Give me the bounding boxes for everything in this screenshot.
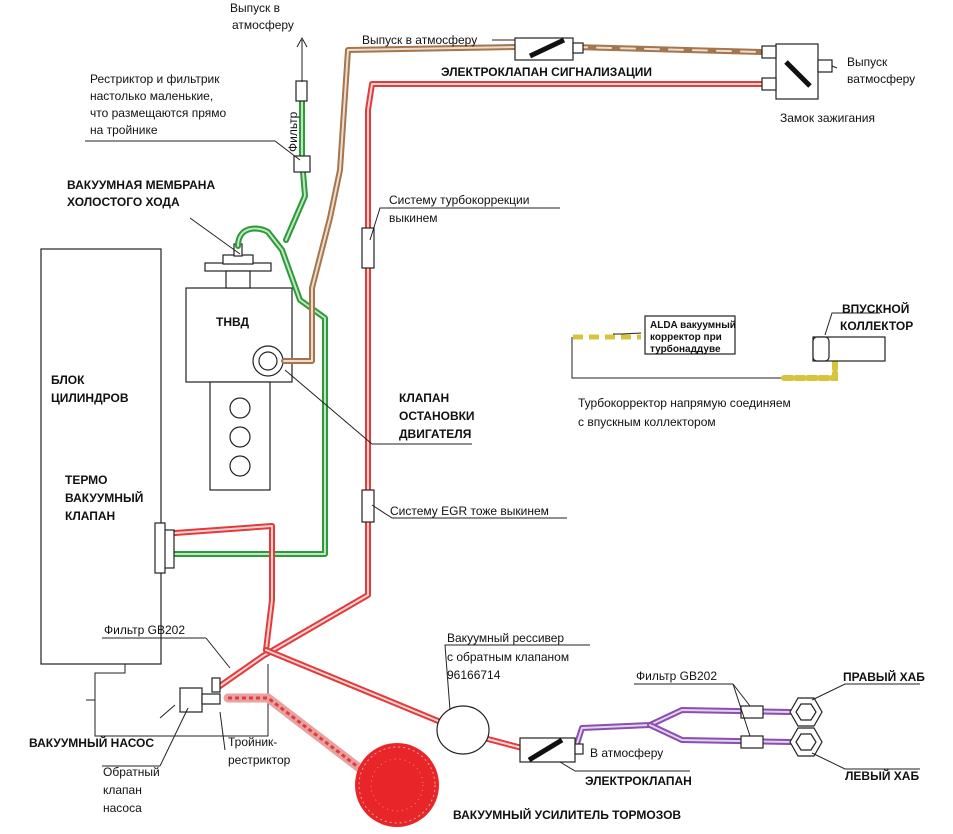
restrictor-note-4: на тройнике: [90, 123, 158, 137]
to-atm-label: В атмосферу: [590, 746, 663, 760]
signal-valve-label: ЭЛЕКТРОКЛАПАН СИГНАЛИЗАЦИИ: [441, 65, 652, 79]
filter-gb-right-label: Фильтр GB202: [636, 669, 717, 683]
check-valve-line2: клапан: [103, 783, 142, 797]
receiver-line2: с обратным клапаном: [447, 650, 569, 664]
idle-vacuum-membrane: [204, 243, 272, 289]
left-hub-label: ЛЕВЫЙ ХАБ: [845, 768, 919, 783]
turbo-system-line1: Систему турбокоррекции: [389, 193, 529, 207]
stop-valve-line1: КЛАПАН: [399, 391, 449, 405]
atm-top-line2: атмосферу: [232, 18, 294, 32]
brake-booster: [355, 743, 439, 827]
leader-lines: [85, 39, 920, 772]
intake-line1: ВПУСКНОЙ: [842, 301, 909, 316]
thermo-vacuum-valve: [154, 522, 175, 574]
red-vacuum-line: [172, 81, 765, 785]
check-valve-line1: Обратный: [103, 765, 160, 779]
vacuum-pump-housing: [86, 664, 269, 737]
alda-corrector: [571, 315, 838, 381]
restrictor-note-3: что размещаются прямо: [90, 106, 227, 120]
receiver-line1: Вакуумный рессивер: [447, 631, 564, 645]
ignition-lock-label: Замок зажигания: [780, 111, 875, 125]
idle-membrane-line2: ХОЛОСТОГО ХОДА: [67, 195, 180, 209]
filter-vertical-label: Фильтр: [286, 111, 300, 152]
right-hub: [789, 697, 823, 727]
restrictor-note-1: Рестриктор и фильтрик: [90, 72, 220, 86]
atm-top-line1: Выпуск в: [230, 1, 280, 15]
cylinder-block: [40, 248, 162, 665]
idle-membrane-line1: ВАКУУМНАЯ МЕМБРАНА: [67, 178, 215, 192]
thermo-line3: КЛАПАН: [65, 509, 115, 523]
hub-filters: [740, 705, 764, 749]
turbo-note-line2: с впускным коллектором: [578, 415, 716, 429]
right-hub-label: ПРАВЫЙ ХАБ: [843, 669, 925, 684]
intake-manifold: [812, 336, 886, 362]
tee-restrictor-line2: рестриктор: [228, 753, 291, 767]
receiver: [436, 705, 490, 755]
hub-electrovalve: [519, 737, 584, 763]
block-line1: БЛОК: [51, 373, 85, 387]
restrictor-note-2: настолько маленькие,: [90, 89, 213, 103]
injection-pump: [185, 287, 293, 491]
vacuum-pump-label: ВАКУУМНЫЙ НАСОС: [29, 735, 154, 750]
thermo-line1: ТЕРМО: [65, 473, 108, 487]
stop-valve-line2: ОСТАНОВКИ: [399, 409, 475, 423]
tnvd-label: ТНВД: [216, 315, 250, 329]
stop-valve-line3: ДВИГАТЕЛЯ: [399, 427, 471, 441]
alda-line3: турбонаддуве: [650, 343, 721, 355]
atm-right-line1: Выпуск: [847, 55, 888, 69]
filter-gb-left-label: Фильтр GB202: [104, 623, 185, 637]
turbo-note-line1: Турбокорректор напрямую соединяем: [578, 396, 791, 410]
alda-line2: корректор при: [650, 332, 722, 343]
brown-vacuum-line: [281, 44, 765, 364]
signal-electrovalve: [514, 37, 584, 61]
block-line2: ЦИЛИНДРОВ: [51, 391, 129, 405]
atm-right-line2: ватмосферу: [847, 72, 915, 86]
egr-system-label: Систему EGR тоже выкинем: [390, 504, 549, 518]
check-valve-line3: насоса: [103, 801, 142, 815]
electro-valve-label: ЭЛЕКТРОКЛАПАН: [585, 774, 692, 788]
intake-line2: КОЛЛЕКТОР: [840, 319, 913, 333]
brake-booster-label: ВАКУУМНЫЙ УСИЛИТЕЛЬ ТОРМОЗОВ: [453, 807, 681, 822]
thermo-line2: ВАКУУМНЫЙ: [65, 490, 143, 505]
alda-line1: ALDA вакуумный: [650, 320, 736, 331]
turbo-system-line2: выкинем: [389, 211, 438, 225]
left-hub: [789, 727, 823, 757]
atm-signal-label: Выпуск в атмосферу: [362, 33, 477, 47]
receiver-line3: 96166714: [447, 668, 501, 682]
up-arrow-icon: [296, 36, 308, 82]
tee-restrictor-line1: Тройник-: [228, 735, 277, 749]
check-valve-tee: [179, 677, 221, 713]
ignition-lock: [761, 43, 833, 100]
